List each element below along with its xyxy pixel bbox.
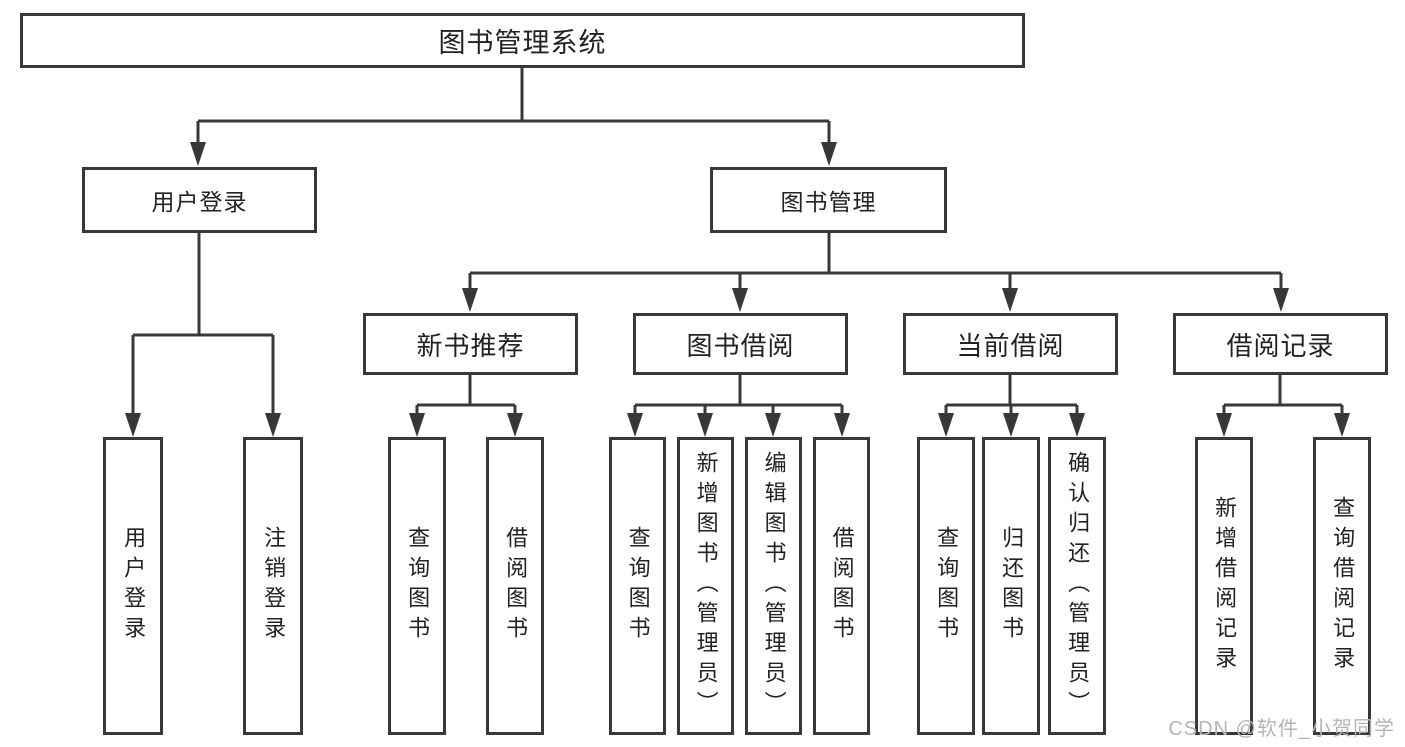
leaf-label: 新增图书（管理员） [693, 451, 719, 721]
leaf-label: 查询图书 [625, 526, 651, 646]
leaf-label: 编辑图书（管理员） [761, 451, 787, 721]
leaf-logout: 注销登录 [243, 437, 303, 735]
node-borrow-records: 借阅记录 [1173, 313, 1388, 375]
leaf-label: 借阅图书 [829, 526, 855, 646]
node-book-management: 图书管理 [710, 167, 947, 233]
csdn-watermark: CSDN @软件_小贺同学 [1168, 718, 1395, 740]
node-user-login: 用户登录 [82, 167, 317, 233]
leaf-label: 归还图书 [999, 526, 1025, 646]
leaf-borrow-borrow-books: 借阅图书 [813, 437, 870, 735]
node-root-library-system: 图书管理系统 [20, 13, 1025, 68]
leaf-label: 查询图书 [934, 526, 960, 646]
leaf-user-login: 用户登录 [103, 437, 163, 735]
node-new-book-recommend: 新书推荐 [363, 313, 578, 375]
leaf-current-return-books: 归还图书 [982, 437, 1040, 735]
leaf-label: 查询图书 [405, 526, 431, 646]
leaf-label: 借阅图书 [503, 526, 529, 646]
leaf-records-query-record: 查询借阅记录 [1313, 437, 1371, 735]
leaf-label: 注销登录 [261, 526, 287, 646]
leaf-records-add-record: 新增借阅记录 [1195, 437, 1253, 735]
leaf-label: 查询借阅记录 [1330, 496, 1356, 676]
leaf-newbook-borrow-books: 借阅图书 [486, 437, 544, 735]
leaf-borrow-query-books: 查询图书 [609, 437, 666, 735]
leaf-newbook-query-books: 查询图书 [388, 437, 446, 735]
node-current-borrow: 当前借阅 [903, 313, 1118, 375]
leaf-label: 确认归还（管理员） [1065, 451, 1091, 721]
leaf-label: 用户登录 [121, 526, 147, 646]
node-book-borrow: 图书借阅 [633, 313, 848, 375]
arrow-down-icons [125, 142, 1350, 437]
leaf-borrow-add-books-admin: 新增图书（管理员） [677, 437, 734, 735]
leaf-label: 新增借阅记录 [1212, 496, 1238, 676]
leaf-current-query-books: 查询图书 [917, 437, 975, 735]
leaf-borrow-edit-books-admin: 编辑图书（管理员） [745, 437, 802, 735]
leaf-current-confirm-return-admin: 确认归还（管理员） [1048, 437, 1106, 735]
